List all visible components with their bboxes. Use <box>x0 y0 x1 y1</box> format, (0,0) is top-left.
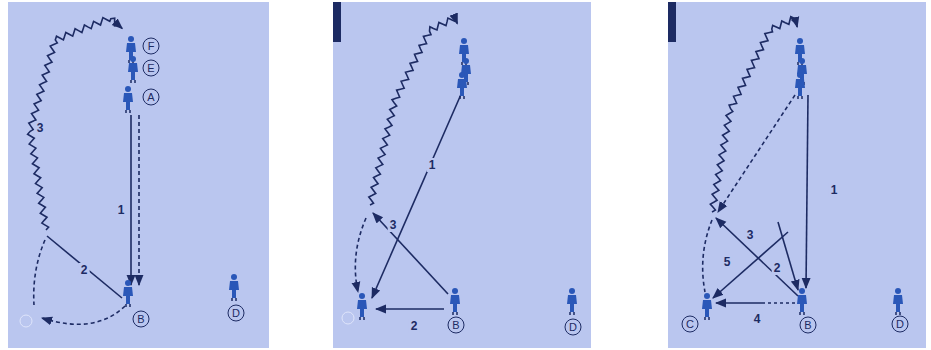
callout-number: 1 <box>116 203 127 217</box>
panel <box>668 2 926 348</box>
player-letter: D <box>565 319 582 336</box>
callout-number: 3 <box>745 228 756 242</box>
callout-number: 2 <box>79 263 90 277</box>
player-letter: F <box>143 38 160 55</box>
dribble-line <box>28 18 123 230</box>
player-letter: E <box>143 60 160 77</box>
players <box>123 36 903 320</box>
dribble-line <box>369 18 458 205</box>
panel <box>333 2 591 348</box>
player-letter: B <box>133 311 150 328</box>
player-letter: A <box>143 89 160 106</box>
callout-number: 1 <box>427 158 438 172</box>
callout-number: 3 <box>388 218 399 232</box>
dribble-lines <box>28 17 798 230</box>
callout-number: 1 <box>829 183 840 197</box>
pass-lines <box>34 92 808 324</box>
callout-number: 2 <box>409 319 420 333</box>
player-letter: D <box>892 316 909 333</box>
callout-number: 3 <box>35 121 46 135</box>
dribble-line <box>710 17 797 212</box>
player-letter: B <box>800 317 817 334</box>
player-letter: D <box>228 305 245 322</box>
player-letter: C <box>682 316 699 333</box>
player-letter: B <box>448 317 465 334</box>
callout-number: 5 <box>722 255 733 269</box>
callout-number: 4 <box>752 312 763 326</box>
panel <box>8 2 269 348</box>
callout-number: 2 <box>772 261 783 275</box>
